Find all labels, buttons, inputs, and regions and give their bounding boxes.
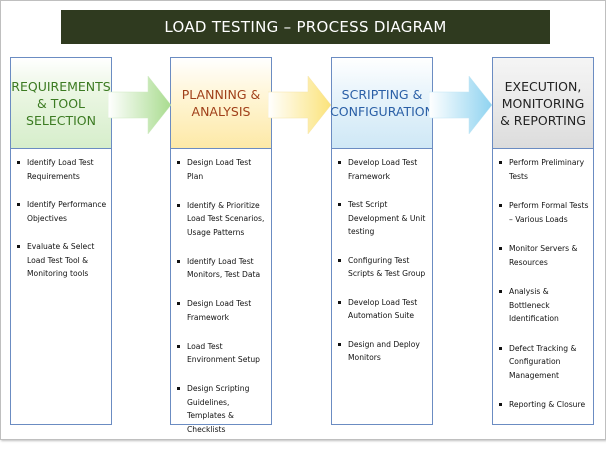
phase-column-execution: EXECUTION, MONITORING & REPORTING Perfor… xyxy=(492,57,594,425)
activity-item: Design Load Test Plan xyxy=(171,156,267,183)
activity-item: Defect Tracking & Configuration Manageme… xyxy=(493,342,589,383)
phase-activity-list: Perform Preliminary Tests Perform Formal… xyxy=(493,156,593,428)
activity-item: Develop Load Test Automation Suite xyxy=(332,296,428,323)
phase-column-planning: PLANNING & ANALYSIS Design Load Test Pla… xyxy=(170,57,272,434)
flow-arrow-right-icon xyxy=(429,74,493,136)
flow-arrow-right-icon xyxy=(108,74,172,136)
phase-column-requirements: REQUIREMENTS & TOOL SELECTION Identify L… xyxy=(10,57,112,425)
activity-item: Identify Performance Objectives xyxy=(11,198,107,225)
activity-item: Develop Load Test Framework xyxy=(332,156,428,183)
phase-column-scripting: SCRIPTING & CONFIGURATION Develop Load T… xyxy=(330,57,434,425)
activity-item: Identify Load Test Requirements xyxy=(11,156,107,183)
activity-item: Perform Formal Tests – Various Loads xyxy=(493,199,589,226)
activity-item: Reporting & Closure xyxy=(493,398,589,412)
phase-header-scripting: SCRIPTING & CONFIGURATION xyxy=(330,58,434,148)
activity-item: Identify & Prioritize Load Test Scenario… xyxy=(171,199,267,240)
flow-arrow-right-icon xyxy=(268,74,332,136)
activity-item: Analysis & Bottleneck Identification xyxy=(493,285,589,326)
phase-activity-list: Identify Load Test Requirements Identify… xyxy=(11,156,111,296)
activity-item: Test Script Development & Unit testing xyxy=(332,198,428,239)
phase-activity-list: Design Load Test Plan Identify & Priorit… xyxy=(171,156,271,452)
phase-header-execution: EXECUTION, MONITORING & REPORTING xyxy=(493,58,593,148)
phase-header-requirements: REQUIREMENTS & TOOL SELECTION xyxy=(11,58,111,148)
activity-item: Identify Load Test Monitors, Test Data xyxy=(171,255,267,282)
phase-activity-list: Develop Load Test Framework Test Script … xyxy=(332,156,432,380)
activity-item: Perform Preliminary Tests xyxy=(493,156,589,183)
activity-item: Monitor Servers & Resources xyxy=(493,242,589,269)
diagram-title: LOAD TESTING – PROCESS DIAGRAM xyxy=(61,10,550,44)
activity-item: Design Scripting Guidelines, Templates &… xyxy=(171,382,267,436)
header-divider xyxy=(493,148,593,149)
header-divider xyxy=(332,148,432,149)
activity-item: Design and Deploy Monitors xyxy=(332,338,428,365)
activity-item: Configuring Test Scripts & Test Group xyxy=(332,254,428,281)
header-divider xyxy=(171,148,271,149)
header-divider xyxy=(11,148,111,149)
activity-item: Evaluate & Select Load Test Tool & Monit… xyxy=(11,240,107,281)
activity-item: Load Test Environment Setup xyxy=(171,340,267,367)
activity-item: Design Load Test Framework xyxy=(171,297,267,324)
phase-header-planning: PLANNING & ANALYSIS xyxy=(171,58,271,148)
